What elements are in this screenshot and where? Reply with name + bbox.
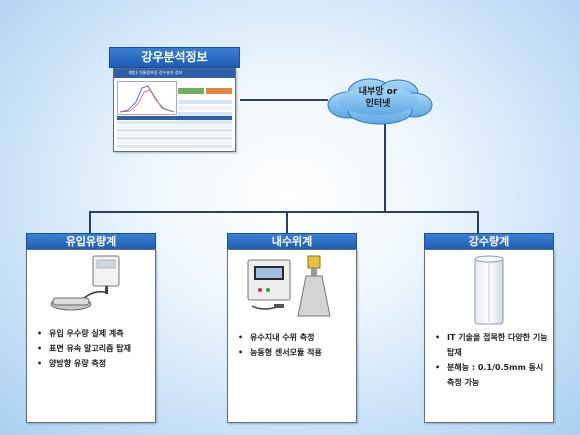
- panel-inflow-meter: 유입유량계 유입 우수량 실제 계측 표면 유속 알고리즘 탑재 양방향 유량 …: [26, 233, 156, 423]
- cloud-label-line1: 내부망 or: [358, 87, 398, 97]
- panel-water-level-meter-card: 유수지내 수위 측정 능동형 센서모듈 적용: [227, 249, 357, 423]
- panel-inflow-meter-card: 유입 우수량 실제 계측 표면 유속 알고리즘 탑재 양방향 유량 측정: [26, 249, 156, 423]
- connector-middle-drop: [286, 211, 288, 235]
- connector-right-drop: [477, 211, 479, 235]
- connector-top-to-cloud: [240, 99, 328, 101]
- flow-meter-device-icon: [50, 255, 120, 311]
- connector-left-drop: [89, 211, 91, 235]
- panel-inflow-meter-title: 유입유량계: [26, 233, 156, 251]
- screen-side-table: [178, 81, 232, 122]
- screen-title-text: 개봉1 빗물펌프장 강우분석 정보: [128, 70, 183, 75]
- bullet-item: IT 기술을 접목한 다양한 기능 탑재: [435, 330, 549, 360]
- inflow-meter-image: [49, 254, 129, 314]
- connector-horizontal: [90, 211, 478, 213]
- panel-inflow-meter-bullets: 유입 우수량 실제 계측 표면 유속 알고리즘 탑재 양방향 유량 측정: [37, 326, 149, 371]
- panel-water-level-meter-bullets: 유수지내 수위 측정 능동형 센서모듈 적용: [238, 330, 350, 360]
- screen-title-bar: [114, 69, 235, 78]
- network-cloud: 내부망 or 인터넷: [318, 73, 438, 128]
- screen-chart-graph: [119, 85, 175, 113]
- panel-rain-gauge-card: IT 기술을 접목한 다양한 기능 탑재 분해능 : 0.1/0.5mm 동시측…: [424, 249, 554, 423]
- panel-water-level-meter: 내수위계 유수지내 수위 측정 능동형 센서모듈 적용: [227, 233, 357, 423]
- bullet-item: 분해능 : 0.1/0.5mm 동시측정 가능: [435, 360, 549, 390]
- rain-analysis-screenshot: 개봉1 빗물펌프장 강우분석 정보: [113, 68, 236, 152]
- bullet-item: 양방향 유량 측정: [37, 356, 149, 371]
- bullet-item: 유수지내 수위 측정: [238, 330, 350, 345]
- cloud-icon: [327, 78, 433, 125]
- bullet-item: 능동형 센서모듈 적용: [238, 345, 350, 360]
- bullet-item: 표면 유속 알고리즘 탑재: [37, 341, 149, 356]
- screen-chart: [117, 81, 177, 115]
- screen-data-table: [117, 116, 232, 148]
- rain-analysis-title: 강우분석정보: [109, 47, 240, 68]
- panel-rain-gauge-bullets: IT 기술을 접목한 다양한 기능 탑재 분해능 : 0.1/0.5mm 동시측…: [435, 330, 549, 390]
- cloud-label-line2: 인터넷: [365, 99, 391, 109]
- rain-gauge-image: [471, 254, 507, 326]
- rain-gauge-device-icon: [474, 255, 504, 325]
- water-level-meter-image: [244, 254, 342, 322]
- connector-cloud-down: [384, 118, 386, 212]
- panel-rain-gauge: 강수량계 IT 기술을 접목한 다양한 기능 탑재 분해능 : 0.1/0.5m…: [424, 233, 554, 423]
- level-sensor-device-icon: [247, 255, 331, 317]
- bullet-item: 유입 우수량 실제 계측: [37, 326, 149, 341]
- rain-analysis-box: 강우분석정보 개봉1 빗물펌프장 강우분석 정보: [109, 47, 240, 154]
